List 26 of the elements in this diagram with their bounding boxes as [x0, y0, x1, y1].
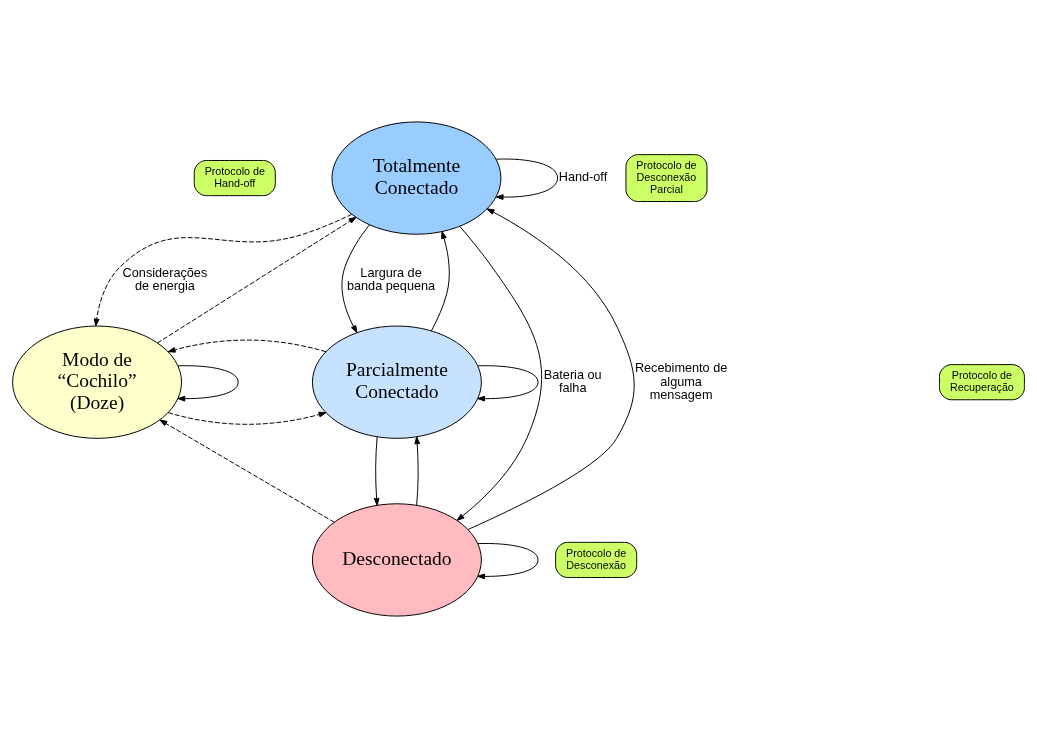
- arrow: [93, 213, 353, 327]
- node-box: Protocolo de Desconexão Parcial: [625, 154, 708, 202]
- arrow: [157, 216, 357, 344]
- node-box: Protocolo de Recuperação: [938, 364, 1025, 401]
- arrow: [456, 225, 543, 521]
- arrow: [167, 411, 327, 425]
- node-box: Protocolo de Desconexão: [555, 541, 638, 578]
- edge-label: Considerações de energia: [122, 265, 208, 294]
- arrow: [477, 542, 539, 580]
- arrow: [159, 419, 335, 523]
- arrow: [495, 158, 559, 200]
- node-box: Protocolo de Hand-off: [193, 160, 276, 197]
- edge-label: Largura de banda pequena: [346, 265, 436, 294]
- arrow: [373, 436, 380, 506]
- node-ellipse: Modo de “Cochilo” (Doze): [12, 325, 183, 439]
- arrow: [467, 208, 635, 530]
- arrow: [430, 231, 450, 332]
- edge-label: Bateria ou falha: [543, 367, 602, 396]
- edge-label: Hand-off: [558, 170, 608, 185]
- arrow: [414, 436, 421, 506]
- node-ellipse: Desconectado: [311, 503, 482, 617]
- arrow: [167, 339, 327, 353]
- edge-label: Recebimento de alguma mensagem: [634, 360, 728, 403]
- arrow: [477, 365, 539, 402]
- arrow: [177, 365, 239, 402]
- arrow: [341, 224, 370, 333]
